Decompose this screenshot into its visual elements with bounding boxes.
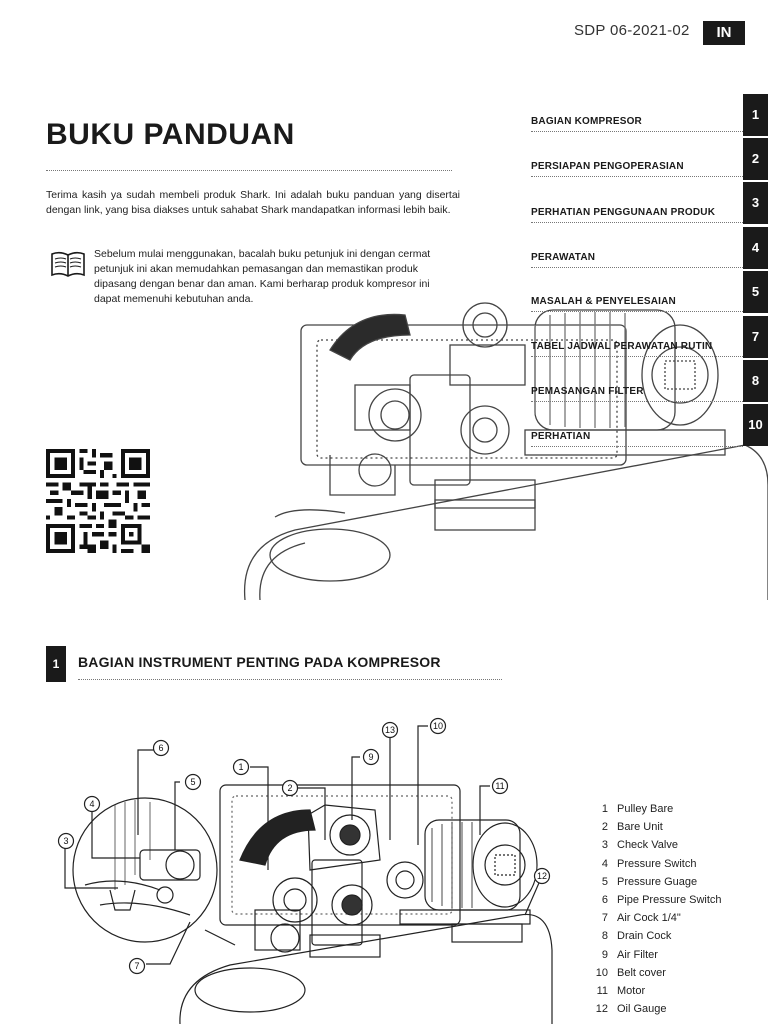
list-item: 4 Pressure Switch: [586, 855, 766, 873]
list-item: 8 Drain Cock: [586, 927, 766, 945]
toc-label: PERSIAPAN PENGOPERASIAN: [531, 161, 684, 172]
list-item: 5 Pressure Guage: [586, 873, 766, 891]
open-book-icon: [51, 251, 85, 277]
part-name: Pipe Pressure Switch: [617, 894, 722, 907]
part-number: 6: [601, 894, 608, 907]
page-title: BUKU PANDUAN: [46, 118, 295, 151]
part-number: 3: [601, 839, 608, 852]
part-number: 8: [601, 930, 608, 943]
part-name: Drain Cock: [617, 930, 672, 943]
toc-item[interactable]: PERSIAPAN PENGOPERASIAN: [531, 147, 743, 177]
part-name: Belt cover: [617, 966, 666, 979]
part-name: Bare Unit: [617, 821, 663, 834]
list-item: 12 Oil Gauge: [586, 1000, 766, 1018]
toc-item[interactable]: PERHATIAN: [531, 417, 743, 447]
toc-item[interactable]: PERAWATAN: [531, 238, 743, 268]
part-name: Check Valve: [617, 839, 678, 852]
list-item: 9 Air Filter: [586, 946, 766, 964]
callout-label: 5: [190, 777, 195, 787]
toc-page-number: 8: [743, 360, 768, 402]
usage-note: Sebelum mulai menggunakan, bacalah buku …: [94, 248, 431, 305]
callout-label: 10: [433, 721, 443, 731]
toc-item[interactable]: MASALAH & PENYELESAIAN: [531, 282, 743, 312]
toc-label: PERHATIAN PENGGUNAAN PRODUK: [531, 207, 716, 218]
toc-label: BAGIAN KOMPRESOR: [531, 116, 642, 127]
callout-label: 11: [495, 781, 504, 791]
list-item: 6 Pipe Pressure Switch: [586, 891, 766, 909]
toc-item[interactable]: PEMASANGAN FILTER: [531, 372, 743, 402]
part-number: 9: [601, 948, 608, 961]
part-name: Motor: [617, 984, 646, 997]
part-name: Air Filter: [617, 948, 658, 961]
section-number-badge: 1: [46, 646, 66, 682]
part-name: Pressure Guage: [617, 875, 698, 888]
callout-label: 3: [63, 836, 68, 846]
part-number: 2: [601, 821, 608, 834]
compressor-hero-illustration: [243, 302, 768, 600]
toc-page-number: 7: [743, 316, 768, 358]
callout-label: 6: [158, 743, 163, 753]
section-title: BAGIAN INSTRUMENT PENTING PADA KOMPRESOR: [78, 654, 441, 670]
toc-item[interactable]: BAGIAN KOMPRESOR: [531, 102, 743, 132]
list-item: 2 Bare Unit: [586, 818, 766, 836]
part-number: 7: [601, 912, 608, 925]
part-number: 11: [596, 984, 608, 997]
part-number: 10: [595, 966, 608, 979]
part-number: 1: [601, 803, 608, 816]
callout-label: 12: [537, 871, 547, 881]
part-name: Air Cock 1/4": [617, 912, 681, 925]
part-name: Pulley Bare: [617, 803, 674, 816]
list-item: 7 Air Cock 1/4": [586, 909, 766, 927]
intro-paragraph: Terima kasih ya sudah membeli produk Sha…: [46, 189, 460, 216]
callout-label: 4: [89, 799, 94, 809]
toc-label: PERAWATAN: [531, 252, 596, 263]
document-code: SDP 06-2021-02: [574, 22, 690, 39]
toc-page-number: 5: [743, 271, 768, 313]
section-divider: [78, 679, 502, 680]
compressor-parts-diagram: 1 2 3 4 5 6 7 9 10 11 12 13: [57, 717, 553, 1024]
list-item: 1 Pulley Bare: [586, 800, 766, 818]
part-number: 5: [601, 875, 608, 888]
callout-label: 1: [238, 762, 243, 772]
toc-page-number: 1: [743, 94, 768, 136]
toc-label: TABEL JADWAL PERAWATAN RUTIN: [531, 341, 713, 352]
list-item: 11 Motor: [586, 982, 766, 1000]
title-divider: [46, 170, 452, 171]
toc-item[interactable]: PERHATIAN PENGGUNAAN PRODUK: [531, 193, 743, 223]
toc-label: PEMASANGAN FILTER: [531, 386, 644, 397]
part-name: Pressure Switch: [617, 857, 697, 870]
toc-label: MASALAH & PENYELESAIAN: [531, 296, 676, 307]
toc-page-number: 3: [743, 182, 768, 224]
toc-page-number: 10: [743, 404, 768, 446]
callout-label: 2: [287, 783, 292, 793]
language-badge: IN: [703, 21, 745, 45]
part-name: Oil Gauge: [617, 1003, 667, 1016]
toc-page-number: 4: [743, 227, 768, 269]
callout-label: 13: [385, 725, 395, 735]
toc-item[interactable]: TABEL JADWAL PERAWATAN RUTIN: [531, 327, 743, 357]
callout-label: 9: [368, 752, 373, 762]
list-item: 10 Belt cover: [586, 964, 766, 982]
part-number: 4: [601, 857, 608, 870]
toc-page-number: 2: [743, 138, 768, 180]
toc-label: PERHATIAN: [531, 431, 591, 442]
qr-code[interactable]: [46, 449, 150, 553]
part-number: 12: [595, 1003, 608, 1016]
callout-label: 7: [134, 961, 139, 971]
list-item: 3 Check Valve: [586, 836, 766, 854]
